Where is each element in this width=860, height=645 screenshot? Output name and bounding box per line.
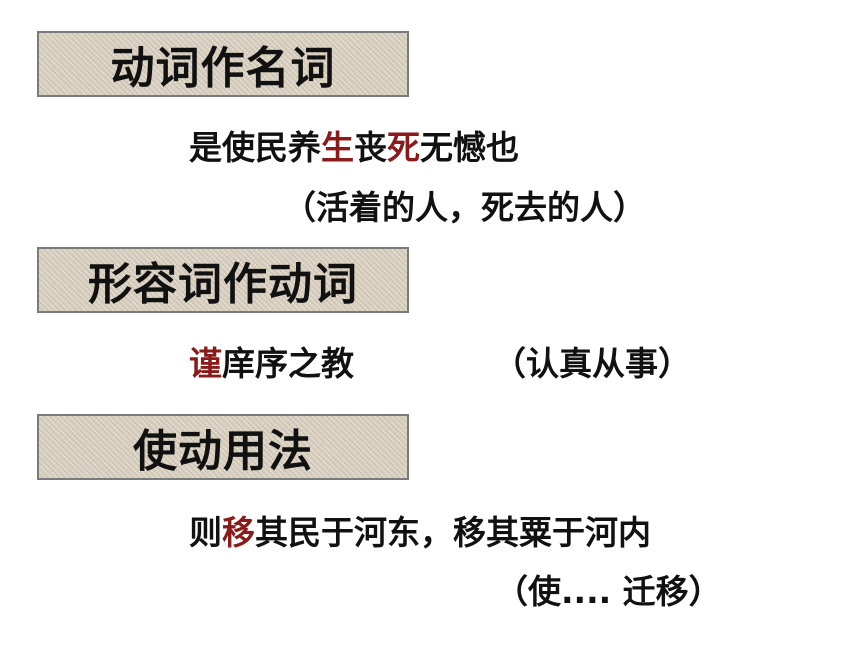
sentence-1-highlight-2: 死 — [387, 128, 420, 167]
heading-causative-usage: 使动用法 — [133, 426, 313, 477]
example-sentence-3: 则移其民于河东，移其粟于河内 — [189, 506, 651, 554]
heading-box-causative-usage: 使动用法 — [37, 414, 409, 480]
sentence-1-part-1: 是使民养 — [189, 128, 321, 167]
heading-box-verb-usage: 形容词作动词 — [37, 247, 409, 313]
example-sentence-2: 谨庠序之教 — [189, 337, 354, 385]
heading-box-noun-usage: 动词作名词 — [37, 31, 409, 97]
sentence-2-part-1: 庠序之教 — [222, 344, 354, 383]
sentence-3-part-2: 其民于河东，移其粟于河内 — [255, 513, 651, 552]
sentence-2-highlight-1: 谨 — [189, 344, 222, 383]
heading-noun-usage: 动词作名词 — [110, 43, 336, 94]
sentence-3-part-1: 则 — [189, 513, 222, 552]
explanation-3: （使.... 迁移） — [495, 572, 722, 611]
heading-verb-usage: 形容词作动词 — [88, 259, 358, 310]
explanation-2: （认真从事） — [493, 344, 691, 383]
explanation-1: （活着的人，死去的人） — [283, 188, 646, 227]
sentence-3-highlight-1: 移 — [222, 513, 255, 552]
sentence-1-part-3: 无憾也 — [420, 128, 519, 167]
sentence-1-part-2: 丧 — [354, 128, 387, 167]
example-sentence-1: 是使民养生丧死无憾也 — [189, 121, 519, 169]
sentence-1-highlight-1: 生 — [321, 128, 354, 167]
